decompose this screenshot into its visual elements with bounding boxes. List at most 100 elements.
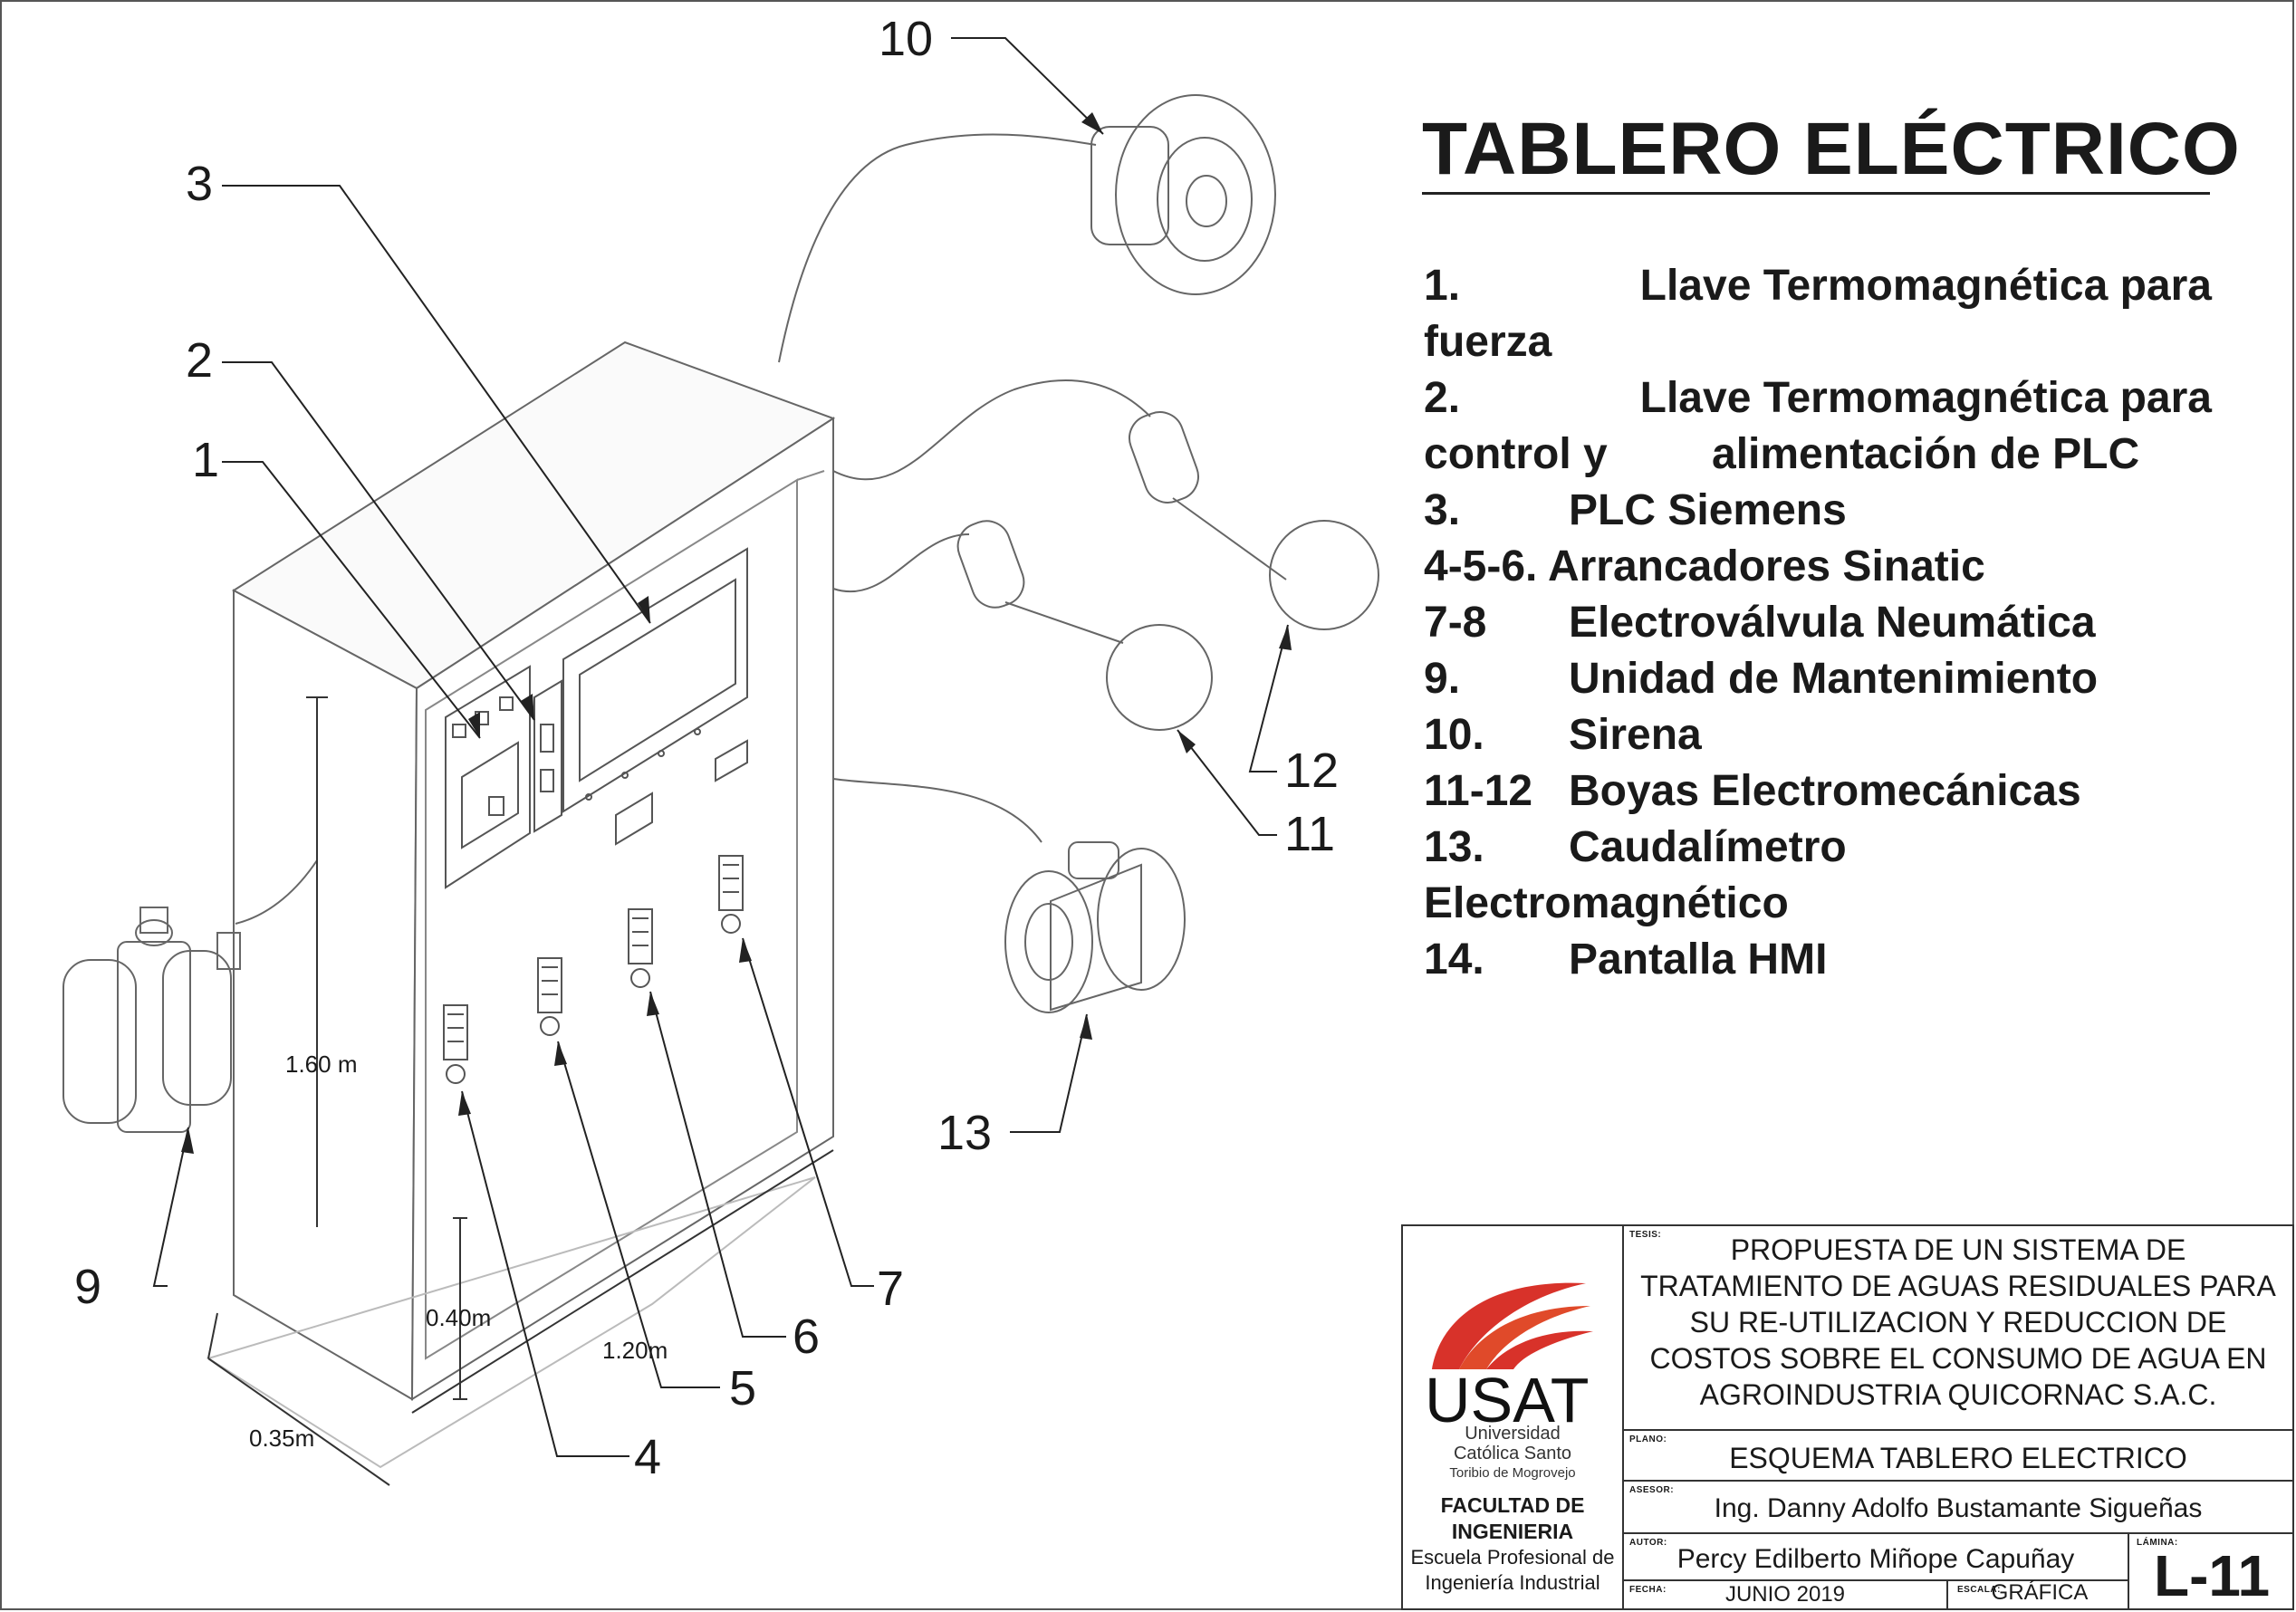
legend-text: Caudalímetro	[1569, 823, 1847, 871]
tesis-cell: TESIS: PROPUESTA DE UN SISTEMA DE TRATAM…	[1622, 1226, 2294, 1431]
title-underline	[1422, 192, 2210, 195]
flowmeter-13	[832, 778, 1186, 1013]
callout-5[interactable]: 5	[729, 1361, 757, 1415]
plc-hmi-screen	[562, 547, 748, 846]
callout-9[interactable]: 9	[74, 1260, 102, 1314]
tesis-line-3: SU RE-UTILIZACION Y REDUCCION DE	[1689, 1306, 2227, 1339]
callout-2[interactable]: 2	[186, 333, 214, 388]
callout-7[interactable]: 7	[877, 1262, 905, 1316]
page-title: TABLERO ELÉCTRICO	[1422, 108, 2241, 190]
lamina-label: LÁMINA:	[2137, 1538, 2178, 1548]
asesor-value: Ing. Danny Adolfo Bustamante Sigueñas	[1714, 1493, 2203, 1523]
float-switch-11	[832, 520, 1213, 731]
tesis-line-5: AGROINDUSTRIA QUICORNAC S.A.C.	[1699, 1378, 2217, 1411]
autor-cell: AUTOR: Percy Edilberto Miñope Capuñay	[1622, 1534, 2129, 1581]
electrovalve-7	[718, 855, 744, 934]
sheet-number: L-11	[2153, 1543, 2271, 1608]
university-name-1: Universidad	[1465, 1424, 1561, 1444]
fecha-label: FECHA:	[1629, 1585, 1667, 1595]
legend-number: 9.	[1424, 655, 1461, 703]
legend-item-13: 13. Caudalímetro	[1424, 820, 2212, 876]
plano-value: ESQUEMA TABLERO ELECTRICO	[1729, 1442, 2187, 1474]
callout-11[interactable]: 11	[1284, 807, 1336, 861]
asesor-label: ASESOR:	[1629, 1485, 1675, 1495]
autor-value: Percy Edilberto Miñope Capuñay	[1676, 1544, 2075, 1574]
legend-text: Pantalla HMI	[1569, 936, 1828, 984]
lamina-cell: LÁMINA: L-11	[2129, 1534, 2294, 1608]
legend-item-2-cont: control y alimentación de PLC	[1424, 427, 2212, 483]
legend-item-7: 7-8 Electroválvula Neumática	[1424, 595, 2212, 651]
university-name-2: Católica Santo	[1453, 1444, 1572, 1463]
breaker-2-control	[533, 679, 562, 833]
legend-number: 3.	[1424, 486, 1461, 534]
autor-label: AUTOR:	[1629, 1538, 1667, 1548]
callout-3[interactable]: 3	[186, 157, 214, 211]
legend-number: 2.	[1424, 374, 1461, 422]
legend-number: 10.	[1424, 711, 1484, 759]
legend-item-14: 14. Pantalla HMI	[1424, 932, 2212, 988]
legend-item-3: 3. PLC Siemens	[1424, 483, 2212, 539]
asesor-cell: ASESOR: Ing. Danny Adolfo Bustamante Sig…	[1622, 1482, 2294, 1534]
tesis-title: PROPUESTA DE UN SISTEMA DE TRATAMIENTO D…	[1622, 1232, 2294, 1413]
callout-1[interactable]: 1	[192, 433, 220, 487]
legend-text: alimentación de PLC	[1712, 430, 2140, 478]
legend-text: PLC Siemens	[1569, 486, 1847, 534]
legend-item-4: 4-5-6. Arrancadores Sinatic	[1424, 539, 2212, 595]
leader-lines[interactable]	[152, 37, 1289, 1457]
university-name-3: Toribio de Mogrovejo	[1449, 1465, 1576, 1481]
callout-4[interactable]: 4	[634, 1430, 662, 1484]
tesis-line-4: COSTOS SOBRE EL CONSUMO DE AGUA EN	[1649, 1342, 2267, 1375]
legend-text: Llave Termomagnética para	[1639, 262, 2212, 310]
legend-number: 7-8	[1424, 599, 1487, 647]
float-switch-12	[832, 379, 1379, 630]
fecha-value: JUNIO 2019	[1724, 1582, 1846, 1607]
dim-height: 1.60 m	[285, 1051, 358, 1078]
fecha-cell: FECHA: JUNIO 2019	[1622, 1581, 1948, 1608]
usat-logo: USAT	[1425, 1282, 1593, 1433]
dim-depth: 0.35m	[249, 1425, 315, 1452]
callout-6[interactable]: 6	[793, 1310, 821, 1364]
legend-text: Llave Termomagnética para	[1639, 374, 2212, 422]
callout-13[interactable]: 13	[937, 1106, 993, 1160]
cabinet	[206, 341, 836, 1469]
dim-base-height: 0.40m	[426, 1304, 492, 1331]
legend-text: control y	[1424, 430, 1608, 478]
legend-text: Electroválvula Neumática	[1569, 599, 2096, 647]
dim-width: 1.20m	[602, 1337, 668, 1364]
tesis-label: TESIS:	[1629, 1230, 1662, 1240]
legend-item-10: 10.Sirena	[1424, 707, 2212, 763]
legend-item-9: 9. Unidad de Mantenimiento	[1424, 651, 2212, 707]
escala-cell: ESCALA: GRÁFICA	[1950, 1580, 2129, 1608]
starter-4	[443, 1004, 468, 1084]
legend-text: 4-5-6. Arrancadores Sinatic	[1424, 542, 1985, 590]
tesis-line-1: PROPUESTA DE UN SISTEMA DE	[1730, 1233, 2186, 1266]
faculty: FACULTAD DE INGENIERIA Escuela Profesion…	[1403, 1492, 1622, 1596]
tesis-line-2: TRATAMIENTO DE AGUAS RESIDUALES PARA	[1640, 1270, 2276, 1302]
arrowheads	[181, 112, 1292, 1154]
legend-item-2: 2. Llave Termomagnética para	[1424, 370, 2212, 427]
siren-10	[778, 94, 1276, 363]
legend-item-13-cont: Electromagnético	[1424, 879, 1789, 927]
faculty-line-1: FACULTAD DE	[1440, 1493, 1585, 1517]
legend-number: 14.	[1424, 936, 1484, 984]
institution-panel: USAT Universidad Católica Santo Toribio …	[1403, 1226, 1624, 1608]
school-line-2: Ingeniería Industrial	[1425, 1571, 1600, 1594]
escala-label: ESCALA:	[1957, 1585, 2001, 1595]
callout-10[interactable]: 10	[879, 12, 934, 66]
title-block: USAT Universidad Católica Santo Toribio …	[1401, 1224, 2294, 1610]
dimension-lines	[207, 696, 834, 1486]
maintenance-unit-9	[62, 859, 318, 1133]
plano-cell: PLANO: ESQUEMA TABLERO ELECTRICO	[1622, 1431, 2294, 1482]
escala-value: GRÁFICA	[1991, 1580, 2089, 1605]
legend-text: Unidad de Mantenimiento	[1569, 655, 2099, 703]
legend-text: Boyas Electromecánicas	[1569, 767, 2081, 815]
legend-number: 13.	[1424, 823, 1484, 871]
starter-6	[628, 908, 653, 988]
callout-12[interactable]: 12	[1284, 744, 1340, 798]
plano-label: PLANO:	[1629, 1434, 1667, 1444]
legend-number: 1.	[1424, 262, 1461, 310]
